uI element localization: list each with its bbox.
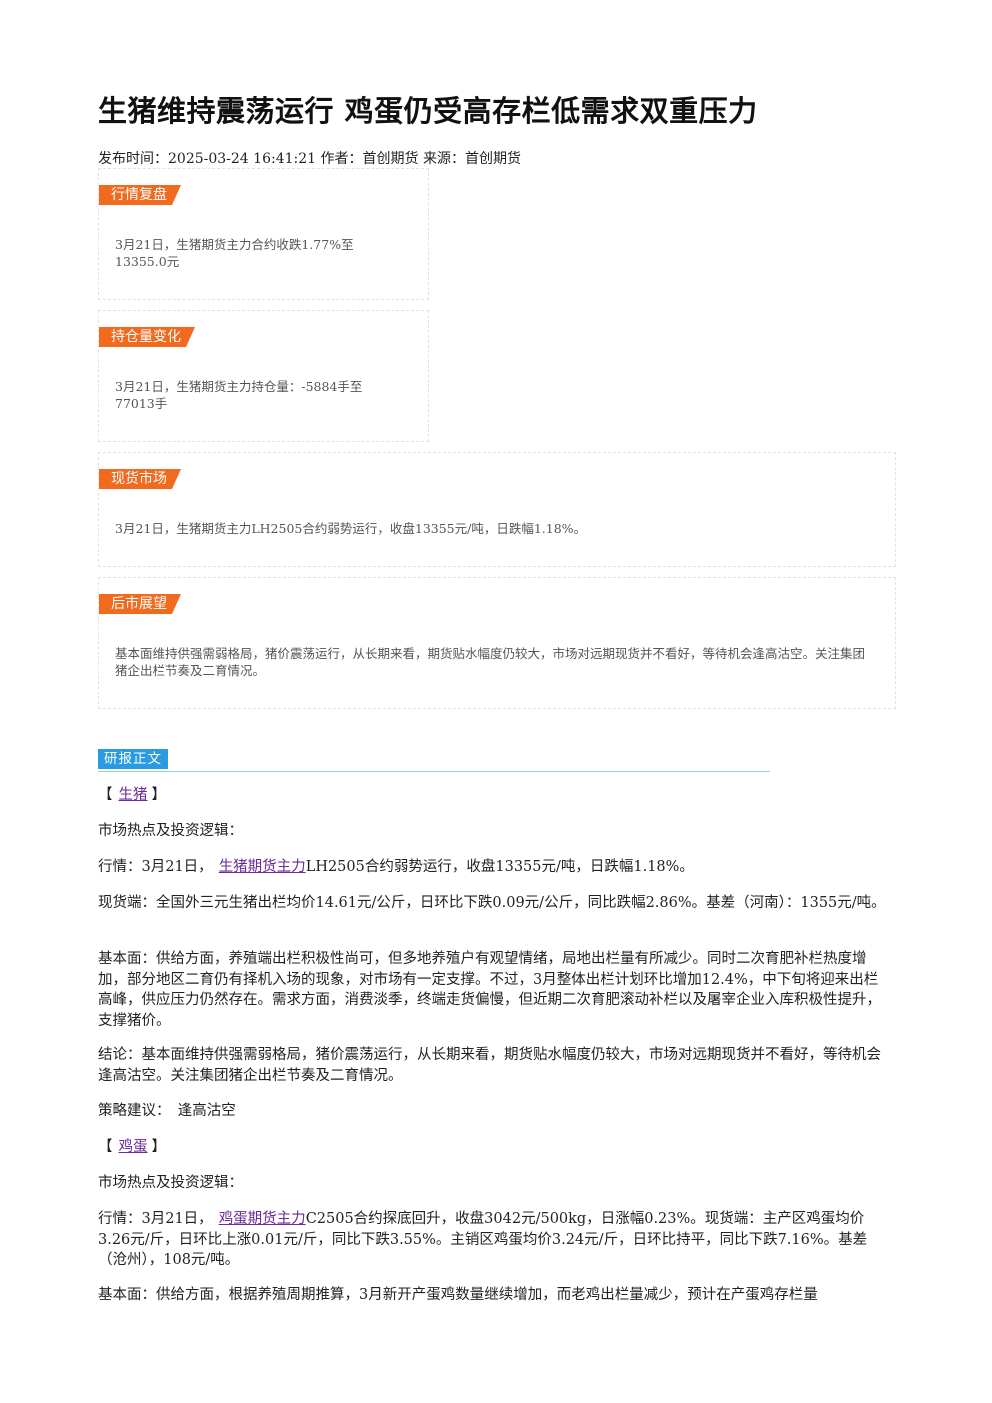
position-tag: 持仓量变化 bbox=[99, 327, 195, 347]
egg-futures-link[interactable]: 鸡蛋期货主力 bbox=[218, 1211, 306, 1227]
spot-text: 3月21日，生猪期货主力LH2505合约弱势运行，收盘13355元/吨，日跌幅1… bbox=[115, 521, 587, 536]
report-section-header: 研报正文 bbox=[98, 749, 770, 772]
report-tag: 研报正文 bbox=[98, 749, 168, 769]
article-meta: 发布时间：2025-03-24 16:41:21 作者：首创期货 来源：首创期货 bbox=[98, 151, 521, 167]
outlook-card: 后市展望 基本面维持供强需弱格局，猪价震荡运行，从长期来看，期货贴水幅度仍较大，… bbox=[98, 577, 896, 709]
outlook-tag: 后市展望 bbox=[99, 594, 181, 614]
outlook-text: 基本面维持供强需弱格局，猪价震荡运行，从长期来看，期货贴水幅度仍较大，市场对远期… bbox=[115, 646, 866, 678]
hog-spot: 现货端：全国外三元生猪出栏均价14.61元/公斤，日环比下跌0.09元/公斤，同… bbox=[98, 895, 886, 911]
spot-card: 现货市场 3月21日，生猪期货主力LH2505合约弱势运行，收盘13355元/吨… bbox=[98, 452, 896, 567]
egg-link[interactable]: 鸡蛋 bbox=[118, 1139, 148, 1155]
hog-link[interactable]: 生猪 bbox=[118, 787, 148, 803]
egg-market: 行情：3月21日，鸡蛋期货主力C2505合约探底回升，收盘3042元/500kg… bbox=[98, 1211, 868, 1268]
hog-conclusion: 结论：基本面维持供强需弱格局，猪价震荡运行，从长期来看，期货贴水幅度仍较大，市场… bbox=[98, 1047, 881, 1084]
hog-hotspot: 市场热点及投资逻辑： bbox=[98, 823, 243, 839]
spot-tag: 现货市场 bbox=[99, 469, 181, 489]
hog-strategy: 策略建议： 逢高沽空 bbox=[98, 1103, 236, 1119]
review-tag: 行情复盘 bbox=[99, 185, 181, 205]
hog-heading: 【生猪】 bbox=[98, 787, 166, 803]
review-card: 行情复盘 3月21日，生猪期货主力合约收跌1.77%至 13355.0元 bbox=[98, 168, 429, 300]
hog-fundamentals: 基本面：供给方面，养殖端出栏积极性尚可，但多地养殖户有观望情绪，局地出栏量有所减… bbox=[98, 951, 881, 1029]
position-text: 3月21日，生猪期货主力持仓量：-5884手至 77013手 bbox=[115, 379, 363, 411]
egg-hotspot: 市场热点及投资逻辑： bbox=[98, 1175, 243, 1191]
page-title: 生猪维持震荡运行 鸡蛋仍受高存栏低需求双重压力 bbox=[98, 94, 758, 128]
hog-futures-link[interactable]: 生猪期货主力 bbox=[218, 859, 306, 875]
egg-heading: 【鸡蛋】 bbox=[98, 1139, 166, 1155]
review-text: 3月21日，生猪期货主力合约收跌1.77%至 13355.0元 bbox=[115, 237, 354, 269]
egg-fundamentals: 基本面：供给方面，根据养殖周期推算，3月新开产蛋鸡数量继续增加，而老鸡出栏量减少… bbox=[98, 1287, 818, 1303]
position-card: 持仓量变化 3月21日，生猪期货主力持仓量：-5884手至 77013手 bbox=[98, 310, 429, 442]
hog-market: 行情：3月21日，生猪期货主力LH2505合约弱势运行，收盘13355元/吨，日… bbox=[98, 859, 694, 875]
